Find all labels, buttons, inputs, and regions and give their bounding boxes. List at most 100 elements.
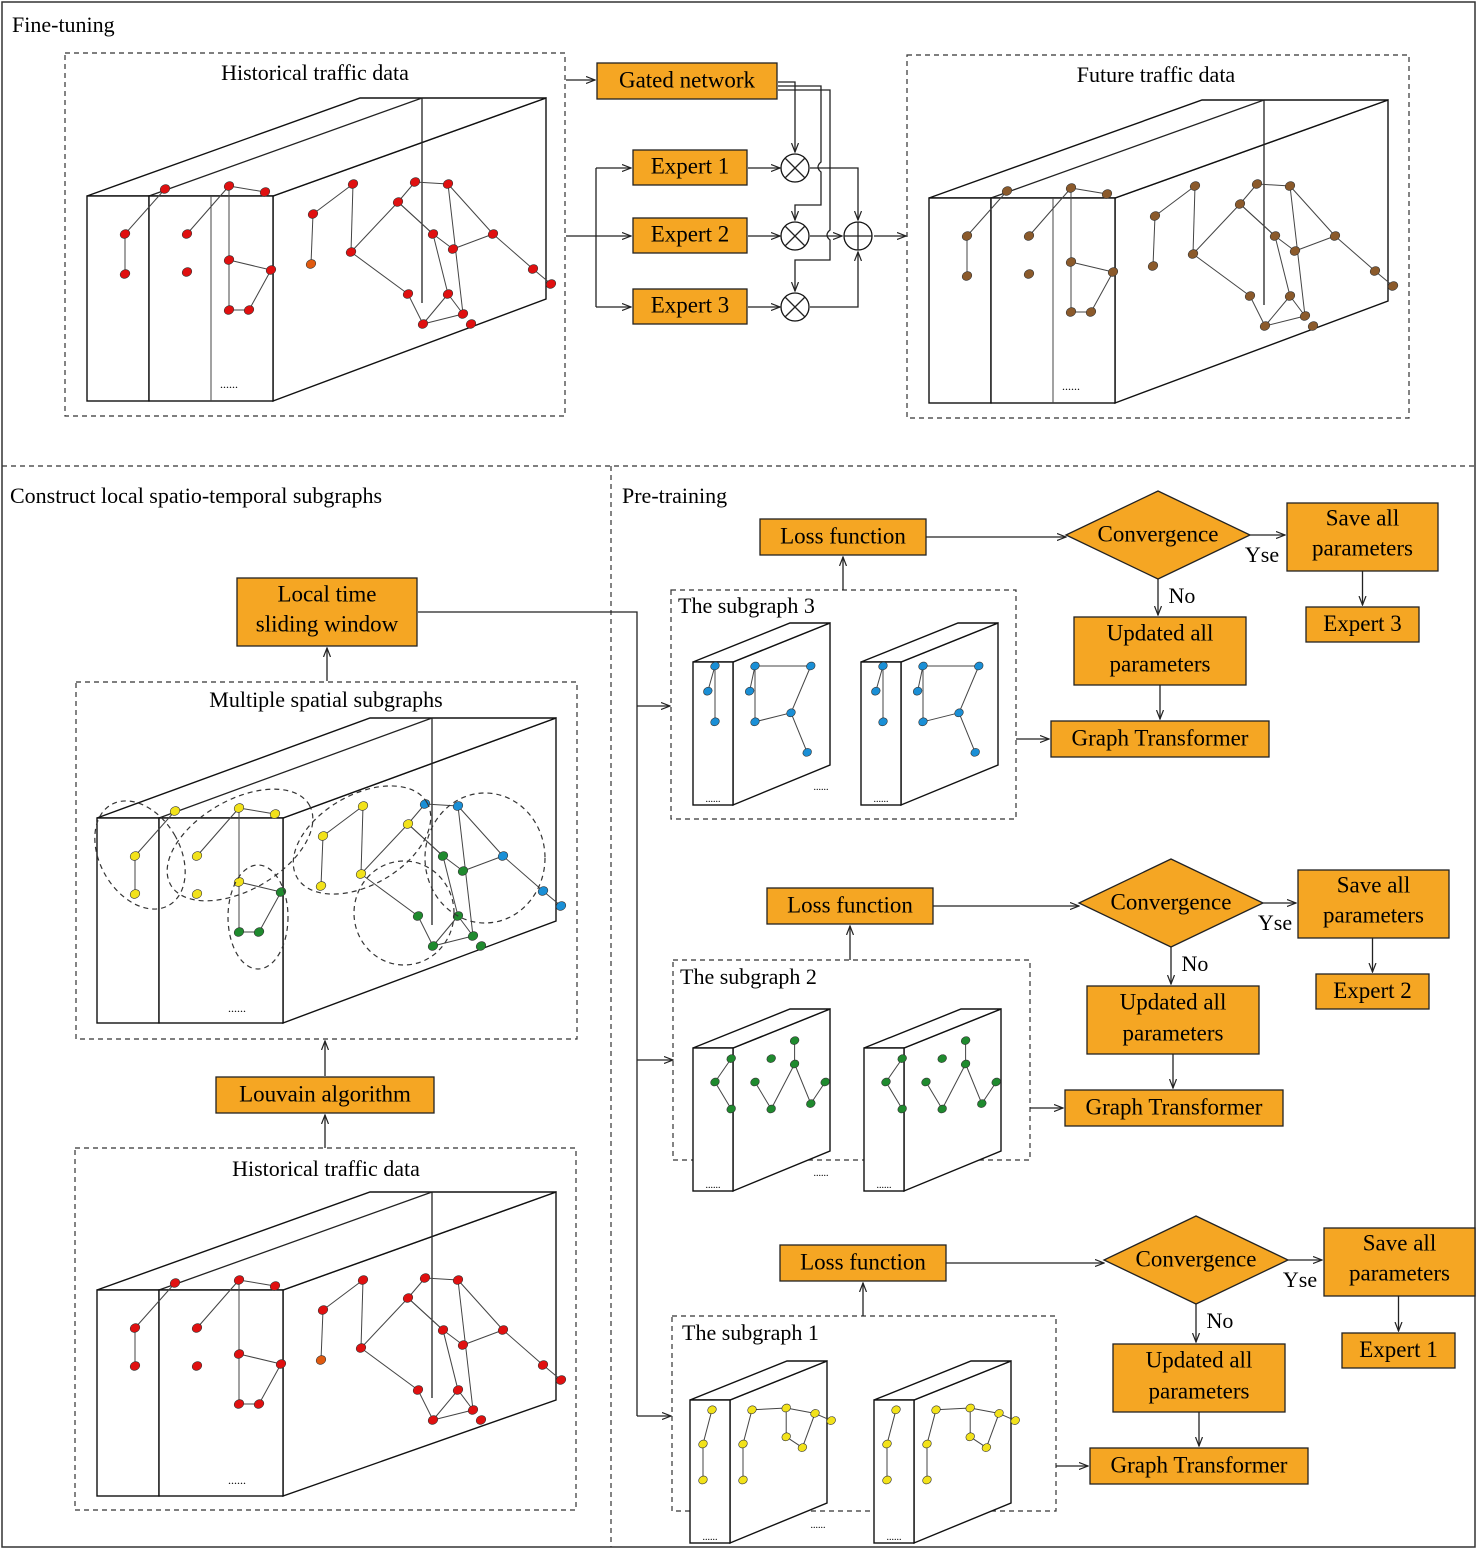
- ft-fut-graph-edge: [1289, 185, 1336, 237]
- ft-fut-divider: [990, 99, 1265, 199]
- pretraining-block-subgraph-2: The subgraph 2..................Loss fun…: [672, 858, 1450, 1193]
- ft-fut-graph-b-edge: [1090, 271, 1114, 313]
- multi-stack-graph-edge: [360, 805, 364, 875]
- subgraph-graph-b-node: [965, 1403, 975, 1413]
- con-hist-plane-2: [158, 1289, 284, 1497]
- con-hist-graph-node: [452, 1385, 464, 1395]
- ft-hist-graph-node: [409, 177, 421, 187]
- ft-fut-graph-b-node: [1107, 267, 1119, 277]
- subgraph-graph-a-node: [707, 1405, 717, 1415]
- subgraph-graph-a-edge: [714, 1058, 732, 1083]
- ft-fut-graph-b-node: [1023, 269, 1035, 279]
- louvain-algorithm-label: Louvain algorithm: [239, 1081, 411, 1106]
- ft-fut-graph-node: [1149, 211, 1161, 221]
- subgraph-label: The subgraph 3: [678, 593, 815, 618]
- con-hist-graph-node: [427, 1415, 439, 1425]
- con-hist-graph-b-node: [233, 1399, 245, 1409]
- multi-stack-graph-b-edge: [258, 891, 282, 933]
- con-hist-graph-b-edge: [238, 1353, 282, 1365]
- ft-fut-graph-edge: [1154, 185, 1196, 217]
- subgraph-graph-b-node: [922, 1439, 932, 1449]
- ft-fut-graph-node: [1251, 179, 1263, 189]
- subgraph-graph-b-edge: [751, 1407, 787, 1411]
- subgraph-stack: ............: [692, 1007, 831, 1193]
- yes-label: Yse: [1245, 542, 1279, 567]
- ft-hist-graph-node: [345, 247, 357, 257]
- multiple-subgraphs-label: Multiple spatial subgraphs: [209, 687, 442, 712]
- ft-fut-graph-edge: [1192, 253, 1251, 297]
- window-to-subgraph-connectors: [418, 611, 673, 1416]
- updated-parameters-label: parameters: [1149, 1378, 1250, 1403]
- multi-stack-community-ellipse: [424, 792, 546, 924]
- local-window-label-line1: Local time: [278, 581, 377, 606]
- ft-hist-graph-node: [402, 289, 414, 299]
- ft-hist-graph-b-edge: [228, 259, 272, 271]
- ft-hist-ellipsis: ......: [220, 377, 238, 391]
- expert-3-label: Expert 3: [651, 292, 730, 317]
- subgraph-graph-b-node: [786, 708, 796, 718]
- multi-stack-graph-b-node: [191, 889, 203, 899]
- ft-hist-graph-b-node: [181, 267, 193, 277]
- multi-stack-graph-b-node: [269, 809, 281, 819]
- subgraph-ellipsis: ......: [887, 1532, 902, 1543]
- con-hist-graph-node: [412, 1385, 424, 1395]
- ft-fut-graph-node: [1234, 199, 1246, 209]
- subgraph-ellipsis: ......: [706, 794, 721, 805]
- ft-hist-graph-node: [465, 319, 477, 329]
- con-hist-graph-node: [437, 1325, 449, 1335]
- multi-stack-community-ellipse: [166, 788, 314, 902]
- gated-network-box: Gated network: [596, 62, 778, 100]
- multi-stack-graph-edge: [360, 823, 409, 875]
- multi-stack-graph-node: [475, 941, 487, 951]
- ft-fut-graph-node: [1307, 321, 1319, 331]
- subgraph-graph-b-node: [994, 1409, 1004, 1418]
- yes-label: Yse: [1283, 1267, 1317, 1292]
- ft-fut-graph-edge: [1334, 235, 1376, 272]
- ft-fut-graph-b-node: [1023, 231, 1035, 241]
- convergence-label: Convergence: [1098, 521, 1219, 546]
- loss-function-label: Loss function: [800, 1249, 926, 1274]
- ft-fut-graph-a-edge: [966, 190, 1008, 237]
- expert-box: [1315, 973, 1430, 1010]
- graph-transformer-label: Graph Transformer: [1072, 725, 1249, 750]
- expert-3-box: Expert 3: [632, 288, 748, 325]
- subgraph-graph-b-node: [789, 1059, 800, 1069]
- convergence-label: Convergence: [1111, 889, 1232, 914]
- multi-stack-graph-b-node: [233, 927, 245, 937]
- con-hist-graph-b-edge: [238, 1279, 276, 1287]
- loss-function-box: [779, 1244, 947, 1282]
- multiple-subgraphs-stack: ......: [94, 716, 567, 1025]
- con-hist-graph-node: [419, 1273, 431, 1283]
- ft-fut-graph-b-edge: [1070, 187, 1108, 195]
- multi-stack-graph-b-edge: [238, 881, 282, 893]
- subgraph-graph-b-node: [960, 1036, 971, 1045]
- subgraph-graph-b-edge: [790, 665, 812, 713]
- con-hist-graph-edge: [432, 1409, 474, 1421]
- subgraph-graph-b-edge: [935, 1407, 971, 1411]
- ft-hist-graph-node: [305, 259, 317, 269]
- ft-fut-graph-node: [1244, 291, 1256, 301]
- ft-hist-graph-b-edge: [186, 185, 230, 235]
- con-hist-ellipsis: ......: [228, 1473, 246, 1487]
- ft-fut-graph-edge: [1264, 315, 1306, 327]
- subgraph-graph-a-node: [726, 1104, 736, 1114]
- save-parameters-label: parameters: [1312, 535, 1413, 560]
- subgraph-graph-b-edge: [801, 1413, 816, 1448]
- con-hist-graph-edge: [320, 1309, 324, 1361]
- ft-fut-graph-node: [1284, 291, 1296, 301]
- ft-hist-plane-1: [86, 195, 150, 402]
- subgraph-graph-a-node: [698, 1439, 708, 1449]
- multi-stack-community-ellipse: [292, 785, 432, 895]
- loss-function-box: [766, 887, 934, 925]
- multi-stack-graph-node: [402, 819, 414, 829]
- construct-section-title: Construct local spatio-temporal subgraph…: [10, 483, 382, 508]
- con-hist-graph-a-edge: [134, 1282, 176, 1329]
- subgraph-graph-a-node: [698, 1475, 708, 1485]
- louvain-algorithm-box: Louvain algorithm: [215, 1076, 435, 1114]
- con-hist-graph-b-node: [253, 1399, 265, 1409]
- subgraph-graph-b-node: [797, 1443, 808, 1452]
- ft-hist-graph-edge: [452, 233, 494, 250]
- ft-hist-graph-a-node: [159, 184, 171, 194]
- no-label: No: [1207, 1308, 1234, 1333]
